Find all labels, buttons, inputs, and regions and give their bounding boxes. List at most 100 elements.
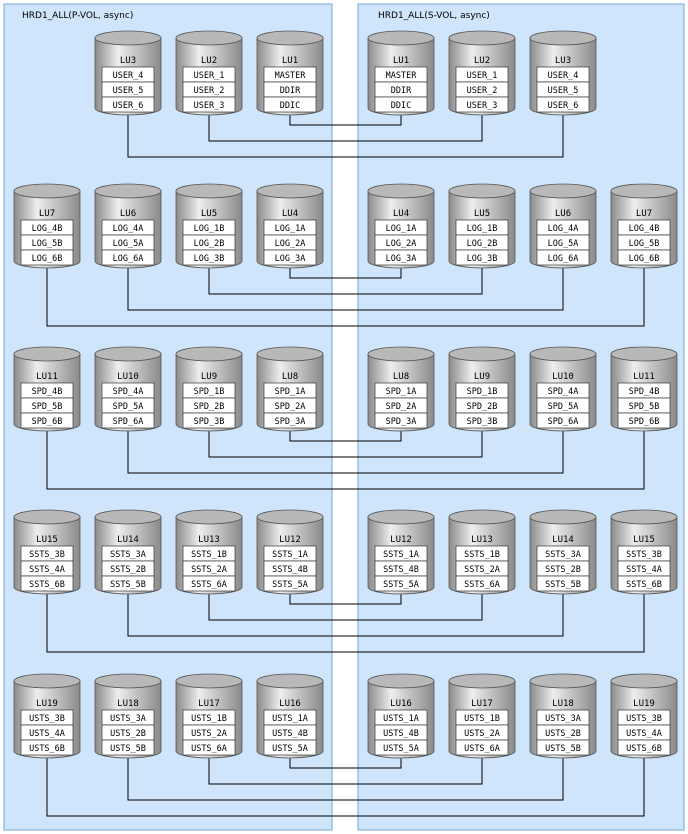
volume-name: SPD_6B: [629, 417, 660, 427]
volume-name: USTS_1B: [464, 714, 500, 724]
volume-name: SSTS_6B: [626, 580, 662, 590]
volume-name: SPD_6A: [548, 417, 579, 427]
volume-name: LOG_2A: [275, 239, 306, 249]
cylinder-top: [175, 346, 243, 362]
volume-name: SPD_5A: [548, 402, 579, 412]
volume-name: LOG_4A: [113, 224, 144, 234]
volume-name: LOG_5B: [32, 239, 63, 249]
pair-connector: [46, 268, 645, 327]
volume-cell: [182, 739, 236, 756]
lu-label: LU9: [474, 372, 490, 382]
volume-cell: [101, 575, 155, 592]
lu-label: LU10: [117, 372, 139, 382]
volume-name: LOG_6A: [548, 254, 579, 264]
volume-name: DDIR: [391, 86, 412, 96]
volume-name: SSTS_5B: [545, 580, 581, 590]
volume-name: LOG_6A: [113, 254, 144, 264]
volume-cell: [182, 575, 236, 592]
pair-connector: [208, 115, 483, 142]
cylinder-top: [94, 673, 162, 689]
volume-cell: [455, 249, 509, 266]
volume-name: SSTS_4A: [626, 565, 662, 575]
pair-connector-lines: [46, 115, 645, 817]
volume-name: SSTS_1B: [464, 550, 500, 560]
cylinder-top: [367, 30, 435, 46]
lu-label: LU18: [117, 699, 139, 709]
lu-label: LU4: [282, 209, 298, 219]
volume-name: SSTS_1B: [191, 550, 227, 560]
volume-name: LOG_3A: [386, 254, 417, 264]
cylinder-top: [13, 183, 81, 199]
volume-cell: [263, 575, 317, 592]
volume-name: DDIC: [280, 101, 300, 111]
volume-name: SPD_2B: [467, 402, 498, 412]
cylinder-top: [367, 346, 435, 362]
lu-label: LU16: [390, 699, 412, 709]
volume-name: USER_3: [194, 101, 225, 111]
cylinder-top: [13, 509, 81, 525]
lu-label: LU11: [36, 372, 58, 382]
volume-name: USER_2: [467, 86, 498, 96]
lu-label: LU4: [393, 209, 409, 219]
cylinder-top: [529, 346, 597, 362]
volume-cell: [20, 249, 74, 266]
volume-cell: [617, 575, 671, 592]
pair-connector: [127, 115, 564, 158]
volume-name: USTS_6A: [191, 744, 227, 754]
volume-name: SPD_5A: [113, 402, 144, 412]
volume-name: SSTS_5A: [383, 580, 419, 590]
volume-name: USTS_5B: [545, 744, 581, 754]
volume-name: SPD_3A: [275, 417, 306, 427]
volume-cell: [455, 575, 509, 592]
volume-cell: [20, 575, 74, 592]
cylinder-top: [175, 30, 243, 46]
cylinder-top: [175, 183, 243, 199]
volume-name: SPD_6B: [32, 417, 63, 427]
primary-panel-title: HRD1_ALL(P-VOL, async): [22, 11, 133, 21]
volume-cell: [536, 412, 590, 429]
volume-name: USTS_4A: [29, 729, 65, 739]
volume-name: SSTS_5B: [110, 580, 146, 590]
volume-name: USER_6: [548, 101, 579, 111]
lu-label: LU6: [555, 209, 571, 219]
volume-name: SPD_3A: [386, 417, 417, 427]
volume-name: MASTER: [275, 71, 307, 81]
volume-cell: [263, 96, 317, 113]
lu-label: LU19: [36, 699, 58, 709]
cylinder-top: [94, 509, 162, 525]
volume-name: USTS_4B: [383, 729, 419, 739]
lu-label: LU12: [390, 535, 412, 545]
volume-cell: [263, 249, 317, 266]
volume-name: SPD_2A: [386, 402, 417, 412]
volume-name: USTS_5A: [272, 744, 308, 754]
volume-name: LOG_3B: [467, 254, 498, 264]
volume-name: USTS_3A: [545, 714, 581, 724]
volume-name: SSTS_6A: [464, 580, 500, 590]
cylinder-top: [256, 509, 324, 525]
pair-connector: [289, 115, 402, 126]
volume-cell: [617, 249, 671, 266]
volume-name: USTS_3B: [626, 714, 662, 724]
volume-name: USTS_5B: [110, 744, 146, 754]
volume-name: USER_2: [194, 86, 225, 96]
volume-name: USTS_6B: [29, 744, 65, 754]
volume-name: SSTS_1A: [383, 550, 419, 560]
cylinder-top: [94, 30, 162, 46]
volume-name: USER_4: [548, 71, 579, 81]
cylinder-top: [13, 673, 81, 689]
volume-name: USER_6: [113, 101, 144, 111]
lu-label: LU9: [201, 372, 217, 382]
volume-cell: [182, 96, 236, 113]
